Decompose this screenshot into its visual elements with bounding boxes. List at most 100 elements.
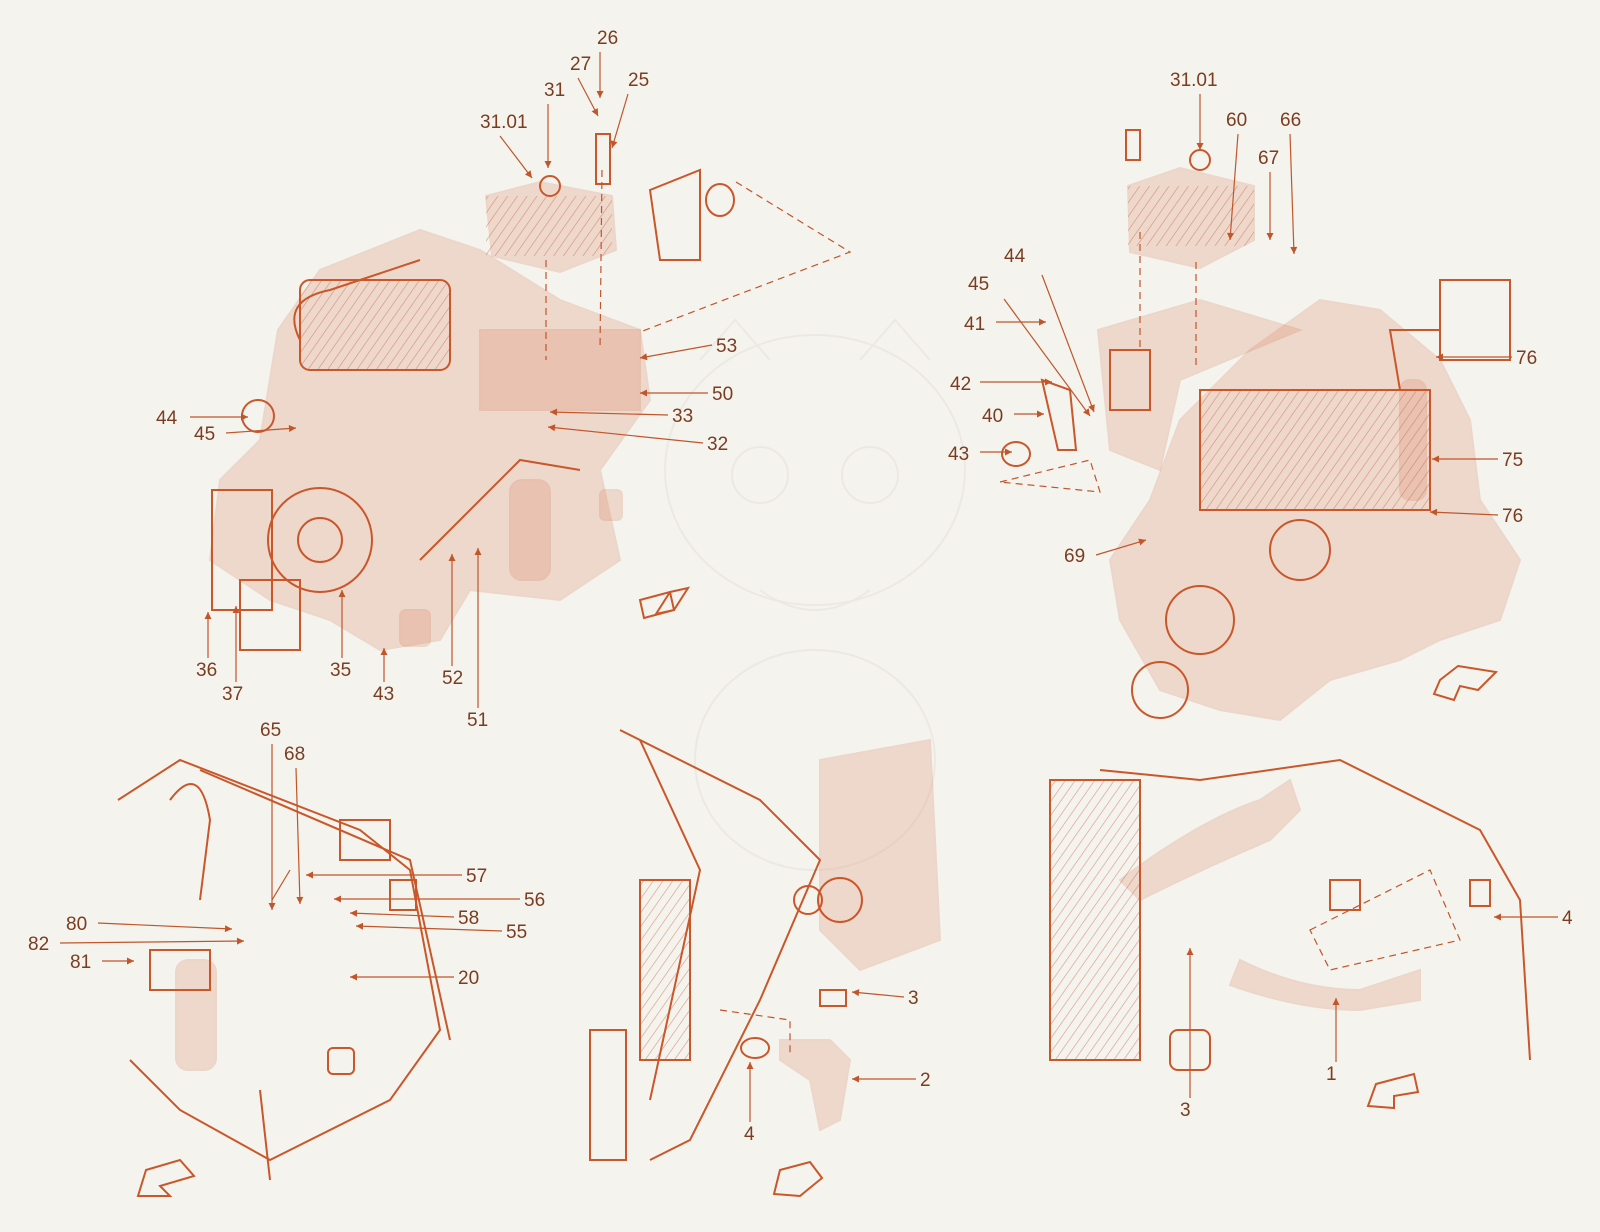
leader-arrowhead [350,973,357,981]
part-callout-label: 36 [196,660,217,681]
leader-arrowhead [380,648,388,655]
part-callout-label: 2 [920,1070,931,1091]
leader-arrowhead [1432,455,1439,463]
part-callout-label: 25 [628,70,649,91]
leader-arrowhead [640,389,647,397]
part-callout-label: 56 [524,890,545,911]
engine-assembly-right [999,129,1522,722]
leader-arrowhead [306,871,313,879]
leader-line [639,344,713,359]
leader-arrowhead [1494,913,1501,921]
part-callout-label: 27 [570,54,591,75]
leader-arrowhead [474,548,482,555]
part-callout-label: 80 [66,914,87,935]
leader-line [547,426,704,444]
leader-arrowhead [204,612,212,619]
leader-arrowhead [1186,948,1194,955]
part-callout-label: 43 [373,684,394,705]
part-callout-label: 4 [1562,908,1573,929]
part-callout-label: 3 [1180,1100,1191,1121]
part-callout-label: 37 [222,684,243,705]
leader-arrowhead [356,922,364,930]
leader-line [1229,133,1239,241]
part-callout-label: 31 [544,80,565,101]
chassis-detail-left [117,758,451,1181]
leader-arrowhead [268,903,276,910]
part-callout-label: 55 [506,922,527,943]
leader-arrowhead [524,170,532,178]
leader-arrowhead [350,909,358,917]
leader-arrowhead [1430,508,1438,516]
part-callout-label: 82 [28,934,49,955]
leader-arrowhead [338,590,346,597]
part-callout-label: 75 [1502,450,1523,471]
part-callout-label: 45 [194,424,215,445]
leader-line [577,77,599,117]
part-callout-label: 35 [330,660,351,681]
leader-line [611,93,629,149]
leader-line [851,991,905,998]
part-callout-label: 51 [467,710,488,731]
leader-line [1289,133,1295,255]
part-callout-label: 76 [1516,348,1537,369]
leader-arrowhead [1045,378,1052,386]
hose-detail-middle [589,729,942,1161]
leader-arrowhead [241,413,248,421]
part-callout-label: 44 [1004,246,1026,267]
part-callout-label: 43 [948,444,969,465]
leader-arrowhead [1196,143,1204,150]
leader-arrowhead [640,353,648,361]
leader-arrowhead [232,606,240,613]
leader-arrowhead [610,140,618,148]
leader-arrowhead [852,989,860,997]
leader-line [59,940,245,944]
leader-line [1429,511,1499,516]
part-callout-label: 31.01 [1170,70,1218,91]
leader-line [349,912,455,918]
leader-arrowhead [1039,318,1046,326]
leader-line [355,925,503,932]
part-callout-label: 66 [1280,110,1301,131]
part-callout-label: 42 [950,374,971,395]
orientation-arrow-icon [136,586,1499,1198]
part-callout-label: 33 [672,406,693,427]
part-callout-label: 52 [442,668,463,689]
part-callout-label: 44 [156,408,178,429]
leader-arrowhead [746,1062,754,1069]
leader-arrowhead [544,161,552,168]
leader-arrowhead [1083,408,1090,416]
leader-arrowhead [1138,538,1146,546]
leader-arrowhead [1088,404,1095,412]
leader-line [97,922,233,930]
leader-line [499,135,533,179]
hose-detail-right [1049,758,1531,1071]
part-callout-label: 65 [260,720,281,741]
view-bottom-right-callouts: 413 [1180,908,1573,1121]
leader-arrowhead [852,1075,859,1083]
leader-arrowhead [591,108,598,116]
leader-arrowhead [288,425,296,432]
part-callout-label: 26 [597,28,618,49]
leader-line [1095,539,1147,556]
part-callout-label: 45 [968,274,989,295]
leader-arrowhead [1332,998,1340,1005]
part-callout-label: 40 [982,406,1003,427]
leader-arrowhead [127,957,134,965]
part-callout-label: 60 [1226,110,1247,131]
leader-arrowhead [448,554,456,561]
part-callout-label: 76 [1502,506,1523,527]
leader-arrowhead [1227,232,1235,240]
part-callout-label: 4 [744,1124,755,1145]
dragon-watermark [664,318,966,871]
leader-arrowhead [550,408,558,416]
leader-arrowhead [596,91,604,98]
part-callout-label: 57 [466,866,487,887]
part-callout-label: 3 [908,988,919,1009]
part-callout-label: 58 [458,908,479,929]
leader-arrowhead [548,424,556,432]
leader-arrowhead [236,937,244,945]
